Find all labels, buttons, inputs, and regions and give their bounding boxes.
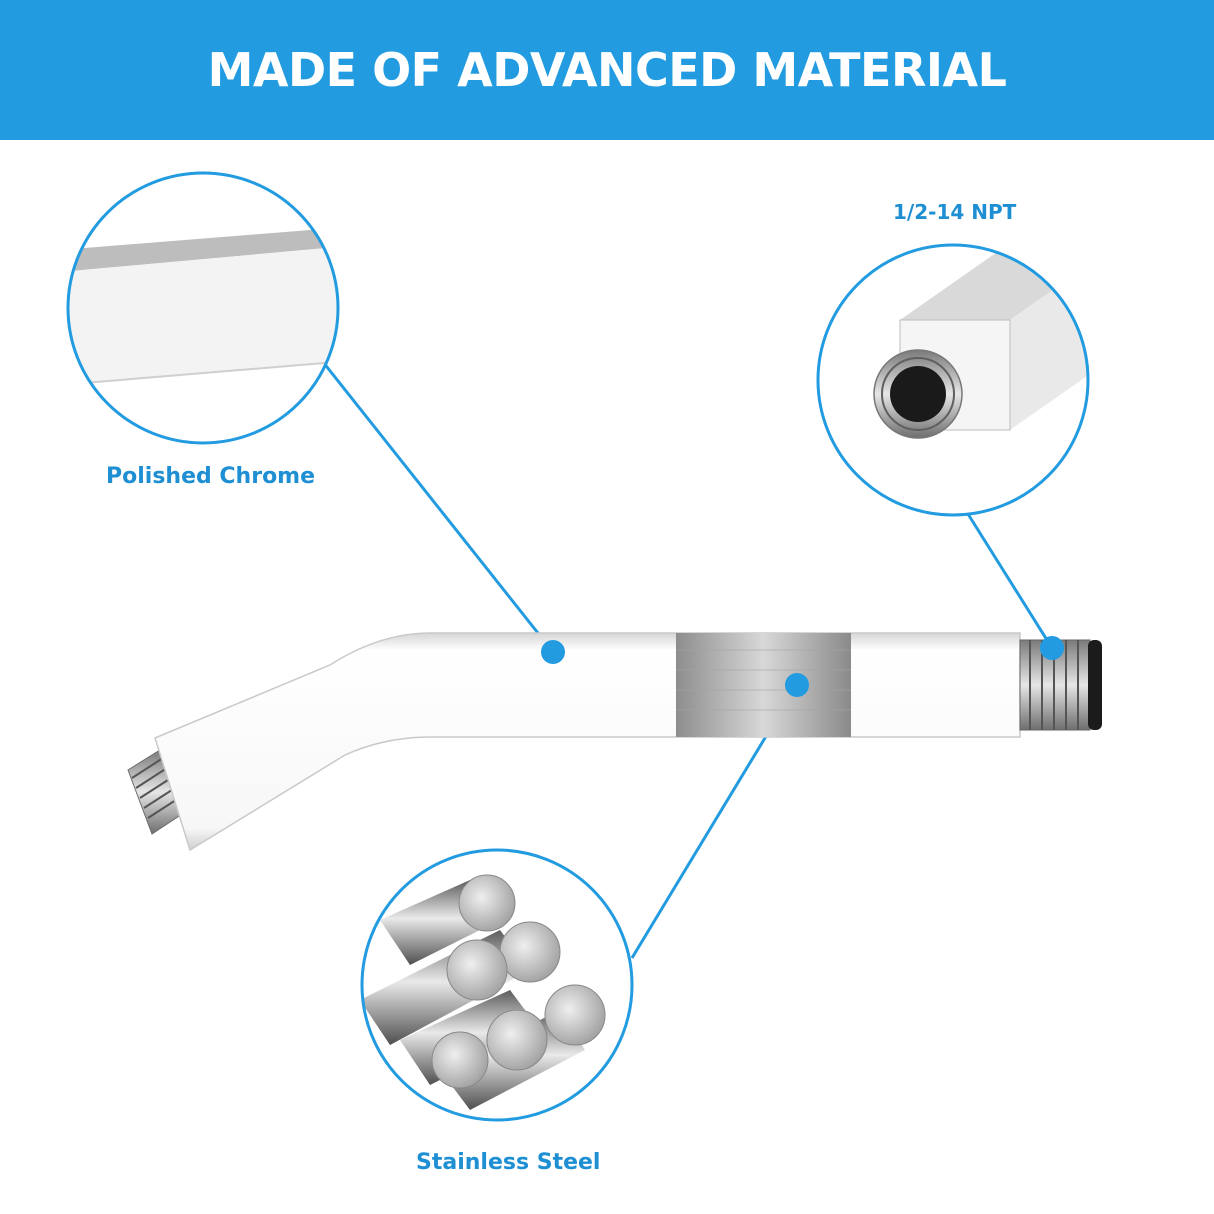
- threaded-end-closeup: [816, 243, 1090, 517]
- leader-line-chrome: [321, 361, 555, 653]
- steel-cutaway: [676, 633, 851, 737]
- steel-rods-closeup: [360, 848, 634, 1122]
- label-polished-chrome: Polished Chrome: [106, 464, 316, 489]
- chrome-arm-body: [154, 632, 1021, 852]
- label-npt-thread: 1/2-14 NPT: [893, 200, 1017, 224]
- label-stainless-steel: Stainless Steel: [416, 1150, 601, 1175]
- dot-npt: [1040, 636, 1064, 660]
- dot-chrome: [541, 640, 565, 664]
- header-banner: MADE OF ADVANCED MATERIAL: [0, 0, 1214, 140]
- shower-arm-product: [127, 632, 1102, 852]
- leader-line-npt: [966, 513, 1054, 649]
- dot-steel: [785, 673, 809, 697]
- left-thread: [127, 749, 186, 835]
- chrome-surface-closeup: [66, 171, 340, 445]
- page-title: MADE OF ADVANCED MATERIAL: [207, 43, 1007, 97]
